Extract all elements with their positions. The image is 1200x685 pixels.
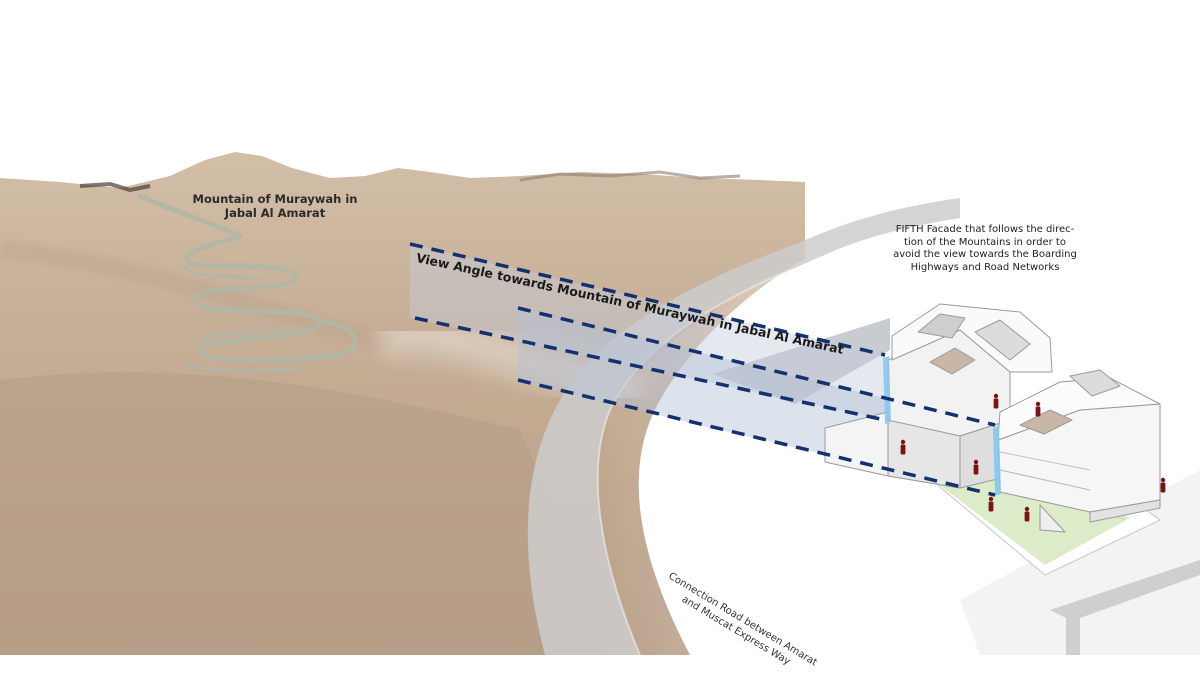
building-block-a bbox=[824, 303, 1053, 489]
facade-label-line-2: tion of the Mountains in order to bbox=[904, 236, 1066, 248]
mountain-label-line-1: Mountain of Muraywah in bbox=[192, 192, 358, 206]
facade-label-line-3: avoid the view towards the Boarding bbox=[893, 249, 1077, 260]
view-lines bbox=[409, 242, 996, 497]
facade-label-line-1: FIFTH Facade that follows the direc- bbox=[895, 224, 1075, 235]
building-block-b bbox=[997, 369, 1161, 533]
person-figure bbox=[1160, 477, 1166, 493]
serpentine-road bbox=[137, 193, 359, 373]
mountain-label-line-2: Jabal Al Amarat bbox=[224, 206, 326, 221]
person-figure bbox=[993, 393, 999, 409]
facade-label-line-4: Highways and Road Networks bbox=[910, 261, 1060, 273]
mountain-label: Mountain of Muraywah in Jabal Al Amarat bbox=[190, 192, 360, 221]
people-figures bbox=[900, 393, 1166, 522]
glass-facades bbox=[883, 356, 1001, 496]
site-diagram bbox=[0, 152, 1200, 655]
person-figure bbox=[1035, 401, 1041, 417]
shadow-plane bbox=[712, 318, 890, 404]
person-figure bbox=[973, 459, 979, 475]
fifth-facade-label: FIFTH Facade that follows the direc- tio… bbox=[880, 224, 1090, 274]
person-figure bbox=[900, 439, 906, 455]
person-figure bbox=[1024, 506, 1030, 522]
person-figure bbox=[988, 496, 994, 512]
main-road bbox=[527, 198, 1200, 655]
